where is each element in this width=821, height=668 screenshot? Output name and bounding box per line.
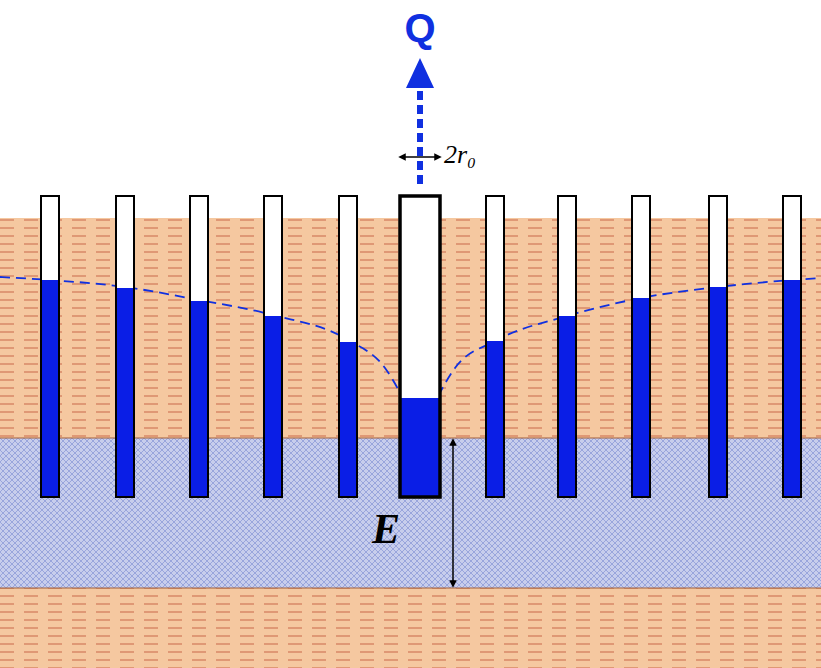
- tube-body: [264, 196, 282, 497]
- tube-body: [558, 196, 576, 497]
- tube-body: [116, 196, 134, 497]
- flow-label: Q: [404, 8, 435, 48]
- flow-arrow-shaft: [417, 86, 423, 184]
- layer-boundary: [0, 588, 821, 589]
- water-column: [486, 341, 504, 497]
- tube-body: [41, 196, 59, 497]
- water-column: [116, 288, 134, 497]
- tube-outline: [116, 196, 134, 497]
- tube-outline: [486, 196, 504, 497]
- lower-clay-layer: [0, 588, 821, 668]
- tube-outline: [632, 196, 650, 497]
- tube-outline: [400, 196, 440, 497]
- water-column: [632, 298, 650, 497]
- diameter-dimension: [402, 156, 438, 158]
- piezometer-tube: [264, 196, 282, 497]
- piezometer-tube: [558, 196, 576, 497]
- thickness-dimension: [452, 442, 454, 584]
- tube-body: [783, 196, 801, 497]
- tube-outline: [783, 196, 801, 497]
- water-column: [190, 301, 208, 497]
- diameter-label: 2r₀: [444, 142, 476, 168]
- piezometer-tube: [41, 196, 59, 497]
- tube-outline: [339, 196, 357, 497]
- piezometer-tube: [486, 196, 504, 497]
- water-column: [783, 280, 801, 497]
- water-column: [400, 398, 440, 497]
- piezometers: [41, 196, 801, 497]
- tube-outline: [558, 196, 576, 497]
- pumping-well: [400, 196, 440, 497]
- tube-outline: [41, 196, 59, 497]
- piezometer-tube: [783, 196, 801, 497]
- water-column: [339, 342, 357, 497]
- water-column: [709, 287, 727, 497]
- tube-outline: [190, 196, 208, 497]
- tube-body: [190, 196, 208, 497]
- piezometer-tube: [116, 196, 134, 497]
- water-column: [558, 316, 576, 497]
- tube-body: [400, 196, 440, 497]
- tube-outline: [709, 196, 727, 497]
- piezometer-tube: [190, 196, 208, 497]
- tube-body: [632, 196, 650, 497]
- tube-outline: [264, 196, 282, 497]
- water-column: [41, 280, 59, 497]
- tube-body: [709, 196, 727, 497]
- tube-body: [486, 196, 504, 497]
- flow-arrow-head: [406, 58, 434, 88]
- piezometer-tube: [339, 196, 357, 497]
- water-column: [264, 316, 282, 497]
- piezometer-tube: [709, 196, 727, 497]
- tube-body: [339, 196, 357, 497]
- piezometer-tube: [632, 196, 650, 497]
- thickness-label: E: [372, 508, 400, 550]
